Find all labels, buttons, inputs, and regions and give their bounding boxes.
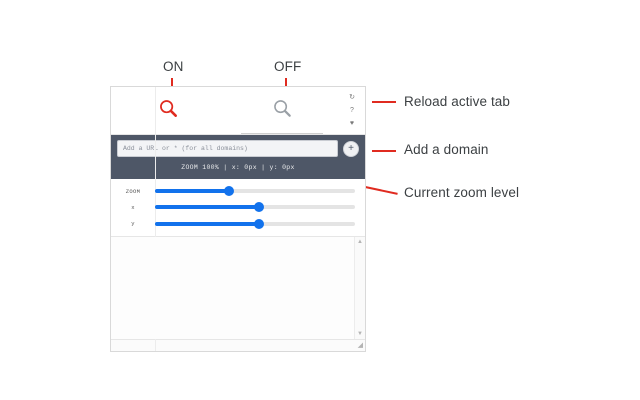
add-domain-button[interactable]: +	[343, 140, 359, 157]
popup-content-area: ▲ ▼	[111, 237, 365, 339]
heart-icon[interactable]: ♥	[349, 120, 355, 127]
reload-icon[interactable]: ↻	[349, 94, 355, 101]
annotation-current-zoom-level: Current zoom level	[404, 185, 520, 200]
leader-line-reload	[372, 101, 396, 103]
resize-grip-icon[interactable]: ◢	[357, 342, 363, 349]
domain-url-input[interactable]	[117, 140, 338, 157]
zoom-slider-fill	[155, 189, 229, 194]
zoom-level-readout: ZOOM 100% | x: 0px | y: 0px	[181, 164, 295, 171]
slider-label-y: y	[131, 220, 135, 228]
annotation-off: OFF	[274, 59, 302, 74]
x-slider-thumb[interactable]	[254, 202, 264, 213]
zoom-slider[interactable]	[155, 186, 355, 197]
magnifier-icon-on	[157, 97, 179, 124]
scroll-down-icon[interactable]: ▼	[357, 331, 363, 337]
y-slider-thumb[interactable]	[254, 218, 264, 229]
slider-label-x: x	[131, 203, 135, 211]
y-slider[interactable]	[155, 218, 355, 229]
zoom-controls-panel: ZOOM x y	[111, 87, 365, 351]
extension-popup: ↻ ? ♥ + ZOOM 100% | x: 0px | y: 0px ZOOM	[110, 86, 366, 352]
slider-row-x: x	[111, 199, 365, 215]
help-icon[interactable]: ?	[350, 107, 354, 114]
x-slider[interactable]	[155, 202, 355, 213]
url-row: +	[117, 140, 359, 157]
zoom-on-toggle[interactable]	[111, 87, 225, 134]
magnifier-icon-off	[271, 97, 293, 124]
leader-line-domain	[372, 150, 396, 152]
slider-row-y: y	[111, 216, 365, 232]
annotation-reload-active-tab: Reload active tab	[404, 94, 511, 109]
y-slider-fill	[155, 221, 259, 226]
annotation-on: ON	[163, 59, 184, 74]
annotation-add-a-domain: Add a domain	[404, 142, 489, 157]
zoom-slider-thumb[interactable]	[224, 186, 234, 197]
popup-side-icon-column: ↻ ? ♥	[339, 87, 365, 134]
popup-status-bar: ◢	[111, 339, 365, 351]
popup-content-blank	[111, 237, 354, 339]
slider-label-divider	[155, 87, 156, 351]
slider-label-zoom: ZOOM	[125, 187, 141, 195]
x-slider-fill	[155, 205, 259, 210]
scroll-up-icon[interactable]: ▲	[357, 239, 363, 245]
domain-bar: + ZOOM 100% | x: 0px | y: 0px	[111, 135, 365, 179]
popup-scrollbar[interactable]: ▲ ▼	[354, 237, 365, 339]
slider-row-zoom: ZOOM	[111, 183, 365, 199]
zoom-off-toggle[interactable]	[225, 87, 339, 134]
toggle-bar: ↻ ? ♥	[111, 87, 365, 135]
